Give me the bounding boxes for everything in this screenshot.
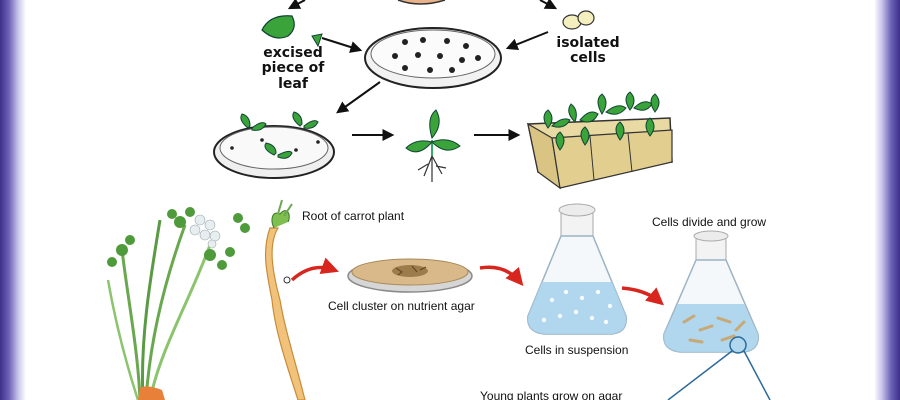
label-cells-divide: Cells divide and grow <box>652 215 767 229</box>
label-excised-line2: piece of <box>261 60 325 77</box>
rooted-seedling <box>405 109 461 182</box>
arrow-dish-to-plantlets <box>336 81 381 114</box>
nutrient-agar-dish <box>347 258 473 293</box>
petri-dish-callus <box>364 27 502 89</box>
left-border-frame <box>0 0 26 400</box>
label-isolated-cells: isolated cells <box>548 35 628 67</box>
arrow-dish-to-flask <box>479 265 524 287</box>
arrow-plant-to-cells <box>539 0 558 10</box>
label-young-plants: Young plants grow on agar <box>480 389 623 400</box>
label-isolated-line1: isolated <box>556 35 620 51</box>
right-border-frame <box>874 0 900 400</box>
arrow-plant-to-leaf <box>287 0 306 10</box>
magnify-callout <box>667 336 771 400</box>
petri-dish-plantlets <box>213 111 335 179</box>
arrow-root-to-dish <box>290 257 339 282</box>
excised-leaf-icon <box>261 15 323 48</box>
arrow-leaf-to-dish <box>321 37 363 53</box>
label-cell-cluster: Cell cluster on nutrient agar <box>328 299 475 313</box>
label-excised-line3: leaf <box>278 75 308 92</box>
label-root-carrot: Root of carrot plant <box>302 209 405 223</box>
isolated-cells-icon <box>562 10 595 30</box>
label-excised-line1: excised <box>263 45 323 61</box>
carrot-root <box>264 199 306 400</box>
label-excised-leaf: excised piece of leaf <box>238 45 348 92</box>
label-cells-suspension: Cells in suspension <box>525 343 629 357</box>
label-isolated-line2: cells <box>570 50 606 67</box>
arrow-flask-to-flask <box>621 286 664 306</box>
arrow-cells-to-dish <box>505 31 549 51</box>
carrot-plant <box>106 207 250 400</box>
seedling-tray <box>527 91 673 190</box>
flask-suspension <box>527 203 627 335</box>
parent-plant-pot <box>397 0 446 5</box>
flask-growth <box>663 230 759 353</box>
